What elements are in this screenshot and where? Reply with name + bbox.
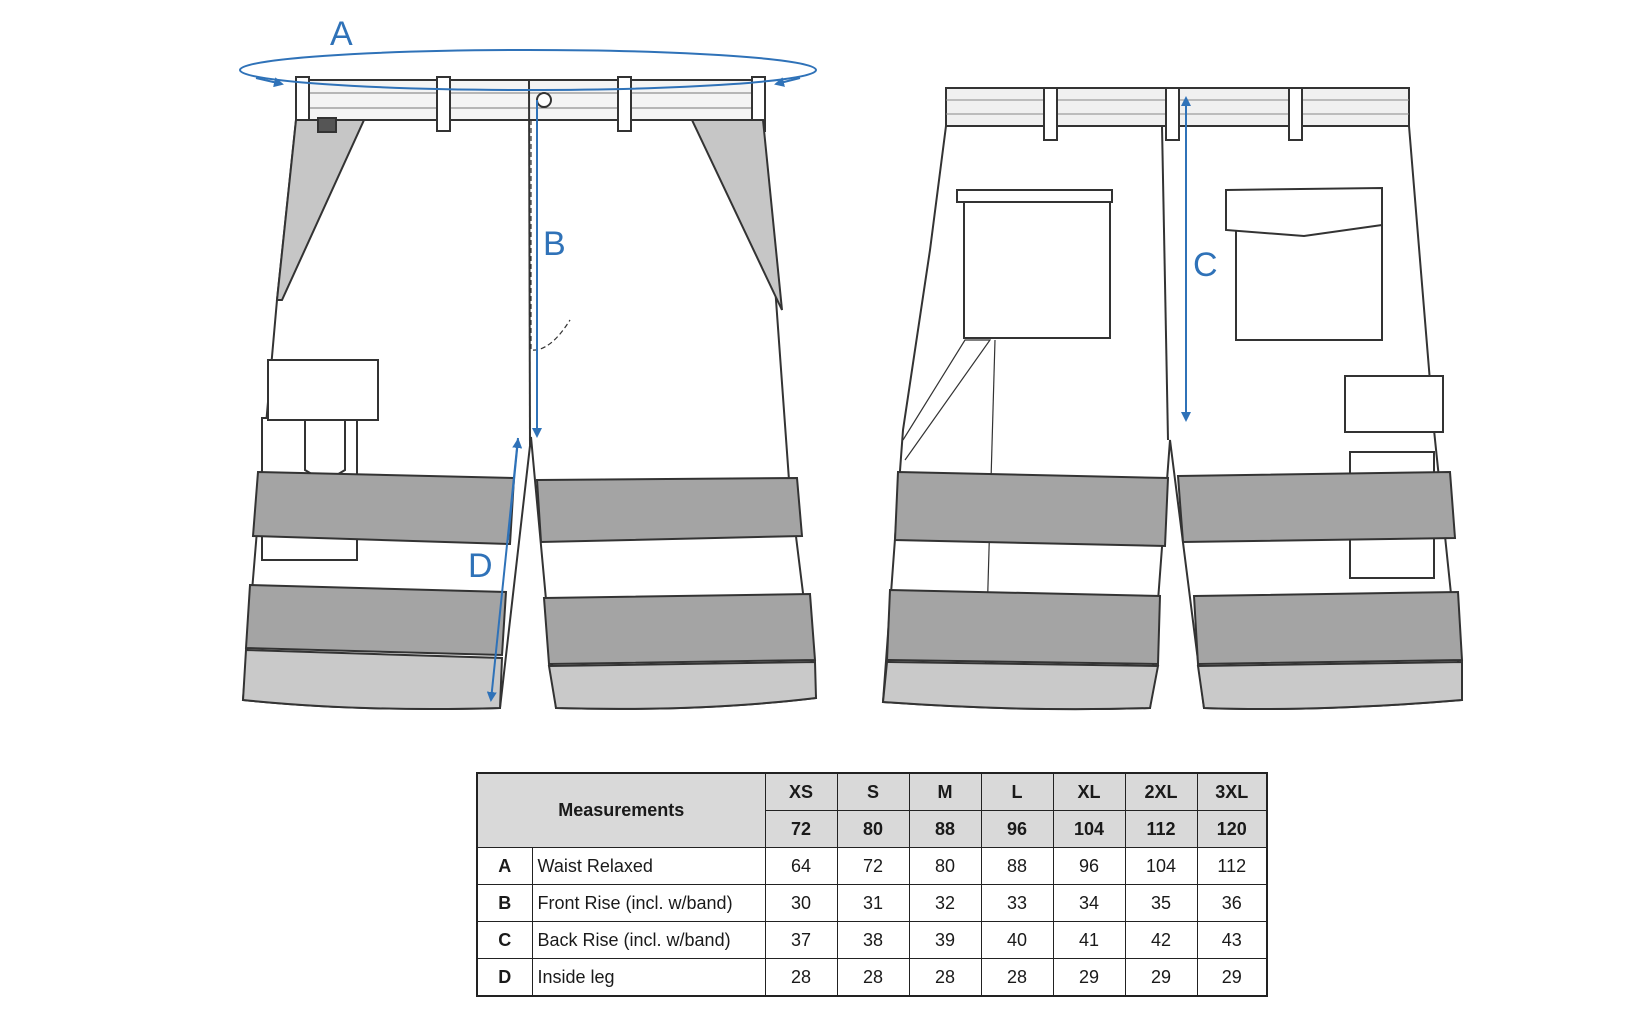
size-header: L [980,772,1054,811]
front-right-band-lower [542,592,817,666]
row-measurement-name: Front Rise (incl. w/band) [531,884,766,922]
table-cell: 30 [764,884,838,922]
row-code: C [476,921,533,959]
dimension-d-label: D [468,547,493,585]
table-cell: 96 [1052,847,1126,885]
table-cell: 41 [1052,921,1126,959]
table-row: A Waist Relaxed 64 72 80 88 96 104 112 [476,847,1268,885]
size-value-header: 80 [836,810,910,848]
shorts-diagram: A B D C [239,15,1464,711]
table-cell: 88 [980,847,1054,885]
table-cell: 112 [1196,847,1268,885]
size-header: XL [1052,772,1126,811]
table-size-value-row: 72 80 88 96 104 112 120 [477,810,1268,848]
size-value-header: 112 [1124,810,1198,848]
back-right-band-upper [1176,470,1457,544]
table-cell: 32 [908,884,982,922]
back-view [881,87,1464,711]
table-cell: 29 [1124,958,1198,997]
table-cell: 28 [908,958,982,997]
row-code: A [476,847,533,885]
row-measurement-name: Back Rise (incl. w/band) [531,921,766,959]
dimension-c-label: C [1193,246,1218,284]
front-view [241,76,818,710]
front-left-band-upper [251,470,516,546]
table-cell: 29 [1052,958,1126,997]
table-header-measurements: Measurements [476,772,766,848]
table-cell: 36 [1196,884,1268,922]
size-value-header: 104 [1052,810,1126,848]
dimension-b-label: B [543,225,566,263]
size-header: 2XL [1124,772,1198,811]
table-row: C Back Rise (incl. w/band) 37 38 39 40 4… [476,921,1268,959]
table-cell: 29 [1196,958,1268,997]
back-left-band-lower [885,588,1162,666]
size-header: XS [764,772,838,811]
back-right-band-lower [1192,590,1464,666]
dimension-a-label: A [330,15,353,53]
table-cell: 72 [836,847,910,885]
table-cell: 33 [980,884,1054,922]
back-left-band-upper [893,470,1170,548]
row-measurement-name: Inside leg [531,958,766,997]
size-header: 3XL [1196,772,1268,811]
table-header-row: Measurements XS S M L XL 2XL 3XL [476,772,1268,848]
table-cell: 28 [836,958,910,997]
table-cell: 37 [764,921,838,959]
size-value-header: 96 [980,810,1054,848]
table-cell: 28 [764,958,838,997]
front-right-band-upper [535,476,804,544]
row-measurement-name: Waist Relaxed [531,847,766,885]
table-cell: 39 [908,921,982,959]
size-value-header: 88 [908,810,982,848]
size-value-header: 72 [764,810,838,848]
size-chart-table: Measurements XS S M L XL 2XL 3XL 72 80 8… [476,772,1268,997]
table-cell: 34 [1052,884,1126,922]
dimension-a-line [239,49,817,91]
table-cell: 43 [1196,921,1268,959]
table-cell: 64 [764,847,838,885]
table-cell: 104 [1124,847,1198,885]
size-value-header: 120 [1196,810,1268,848]
table-cell: 80 [908,847,982,885]
size-header: M [908,772,982,811]
table-cell: 38 [836,921,910,959]
back-left-pocket [963,191,1111,339]
front-right-pocket-panel [690,119,783,311]
table-cell: 35 [1124,884,1198,922]
table-cell: 31 [836,884,910,922]
table-cell: 40 [980,921,1054,959]
table-cell: 42 [1124,921,1198,959]
front-left-band-lower [244,583,508,657]
table-row: D Inside leg 28 28 28 28 29 29 29 [476,958,1268,997]
size-header: S [836,772,910,811]
row-code: D [476,958,533,997]
table-row: B Front Rise (incl. w/band) 30 31 32 33 … [476,884,1268,922]
row-code: B [476,884,533,922]
table-cell: 28 [980,958,1054,997]
front-left-pocket-panel [275,119,366,301]
